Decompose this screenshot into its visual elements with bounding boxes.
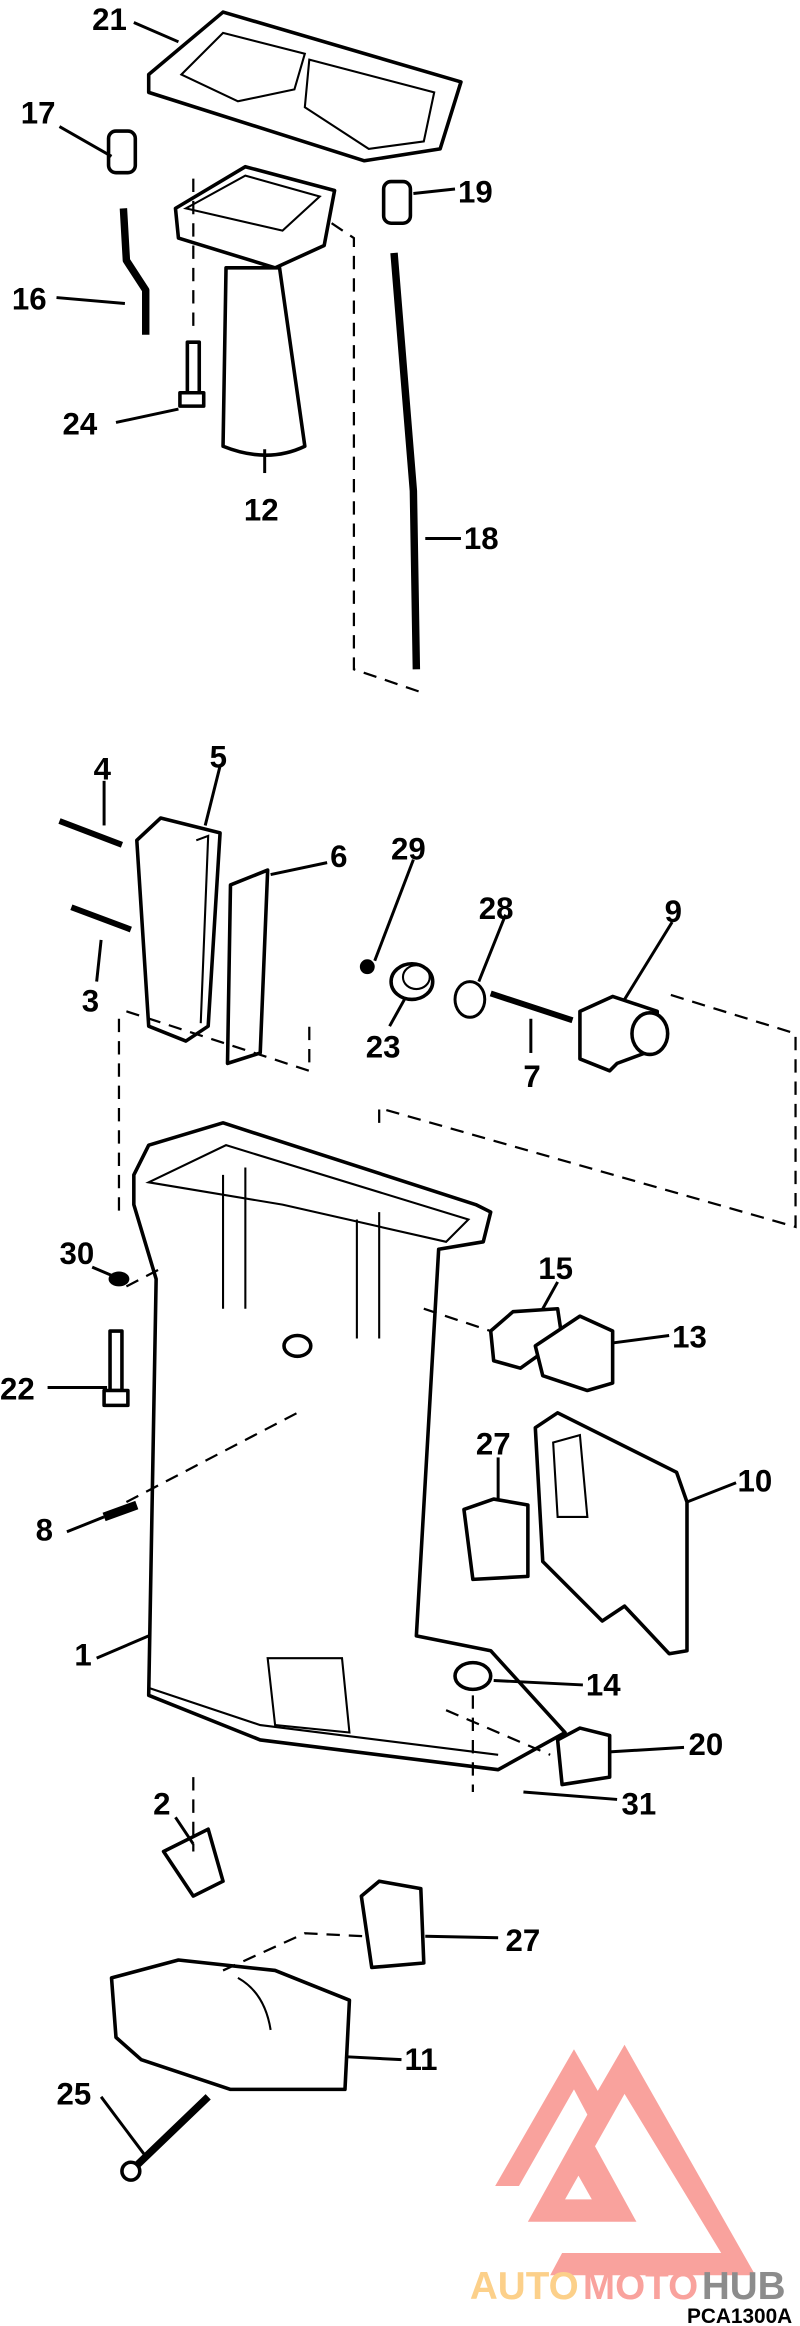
callout-3: 3 bbox=[82, 983, 99, 1018]
fitting-29 bbox=[359, 959, 375, 975]
grommet-14 bbox=[453, 1660, 493, 1692]
screw-7 bbox=[489, 990, 574, 1024]
callout-20: 20 bbox=[688, 1727, 723, 1762]
callout-13: 13 bbox=[672, 1319, 707, 1354]
gasket-21 bbox=[146, 10, 463, 163]
tube-adapter-12 bbox=[173, 164, 337, 457]
exhaust-housing-1 bbox=[132, 1121, 567, 1772]
anode-2 bbox=[161, 1827, 225, 1898]
grommet-23 bbox=[389, 961, 435, 1002]
block-20 bbox=[555, 1726, 612, 1787]
callout-19: 19 bbox=[458, 174, 493, 209]
callout-labels: 21 17 19 16 24 12 18 4 5 6 29 28 9 3 23 … bbox=[0, 2, 772, 2111]
automotohub-watermark: AUTO MOTO HUB bbox=[470, 2044, 786, 2308]
callout-10: 10 bbox=[738, 1464, 773, 1499]
watermark-logo-icon bbox=[495, 2044, 756, 2276]
callout-28: 28 bbox=[479, 891, 514, 926]
watermark-hub: HUB bbox=[702, 2265, 786, 2308]
callout-17: 17 bbox=[21, 96, 56, 131]
grommet-17 bbox=[106, 129, 138, 175]
callout-22: 22 bbox=[0, 1371, 35, 1406]
callout-16: 16 bbox=[12, 281, 47, 316]
screw-8 bbox=[102, 1500, 139, 1522]
tube-18 bbox=[390, 252, 421, 670]
screw-22 bbox=[102, 1329, 130, 1408]
bracket-13 bbox=[533, 1314, 615, 1393]
callout-7: 7 bbox=[523, 1059, 540, 1094]
callout-27-lower: 27 bbox=[506, 1923, 541, 1958]
watermark-moto: MOTO bbox=[583, 2265, 698, 2308]
watermark-auto: AUTO bbox=[470, 2265, 579, 2308]
block-27-upper bbox=[462, 1497, 530, 1582]
leader-lines bbox=[47, 21, 737, 2158]
callout-2: 2 bbox=[153, 1786, 170, 1821]
callout-25: 25 bbox=[57, 2076, 92, 2111]
block-27-lower bbox=[359, 1879, 426, 1970]
callout-9: 9 bbox=[665, 894, 682, 929]
washer-30 bbox=[108, 1271, 130, 1287]
grommet-19 bbox=[381, 179, 413, 226]
figure-code: PCA1300A bbox=[687, 2305, 792, 2326]
tube-16 bbox=[119, 208, 150, 335]
callout-23: 23 bbox=[366, 1029, 401, 1064]
callout-1: 1 bbox=[74, 1638, 91, 1673]
cover-5 bbox=[135, 816, 222, 1043]
cover-11 bbox=[109, 1958, 352, 2092]
callout-8: 8 bbox=[36, 1513, 53, 1548]
screw-25 bbox=[120, 2094, 211, 2182]
callout-29: 29 bbox=[391, 832, 426, 867]
o-ring-28 bbox=[453, 980, 487, 1019]
callout-14: 14 bbox=[586, 1667, 621, 1702]
screw-3 bbox=[70, 904, 132, 933]
plate-6 bbox=[225, 868, 270, 1066]
callout-31: 31 bbox=[622, 1786, 657, 1821]
callout-18: 18 bbox=[464, 521, 499, 556]
screw-4 bbox=[58, 818, 123, 848]
screw-24 bbox=[178, 340, 206, 408]
callout-6: 6 bbox=[330, 839, 347, 874]
callout-27-upper: 27 bbox=[476, 1426, 511, 1461]
callout-5: 5 bbox=[210, 739, 227, 774]
callout-15: 15 bbox=[538, 1251, 573, 1286]
callout-11: 11 bbox=[404, 2042, 437, 2077]
callout-21: 21 bbox=[92, 2, 127, 37]
connector-9 bbox=[578, 994, 670, 1073]
mount-10 bbox=[533, 1411, 689, 1656]
callout-24: 24 bbox=[62, 406, 97, 441]
callout-12: 12 bbox=[244, 493, 279, 528]
callout-4: 4 bbox=[94, 751, 112, 786]
callout-30: 30 bbox=[59, 1236, 94, 1271]
